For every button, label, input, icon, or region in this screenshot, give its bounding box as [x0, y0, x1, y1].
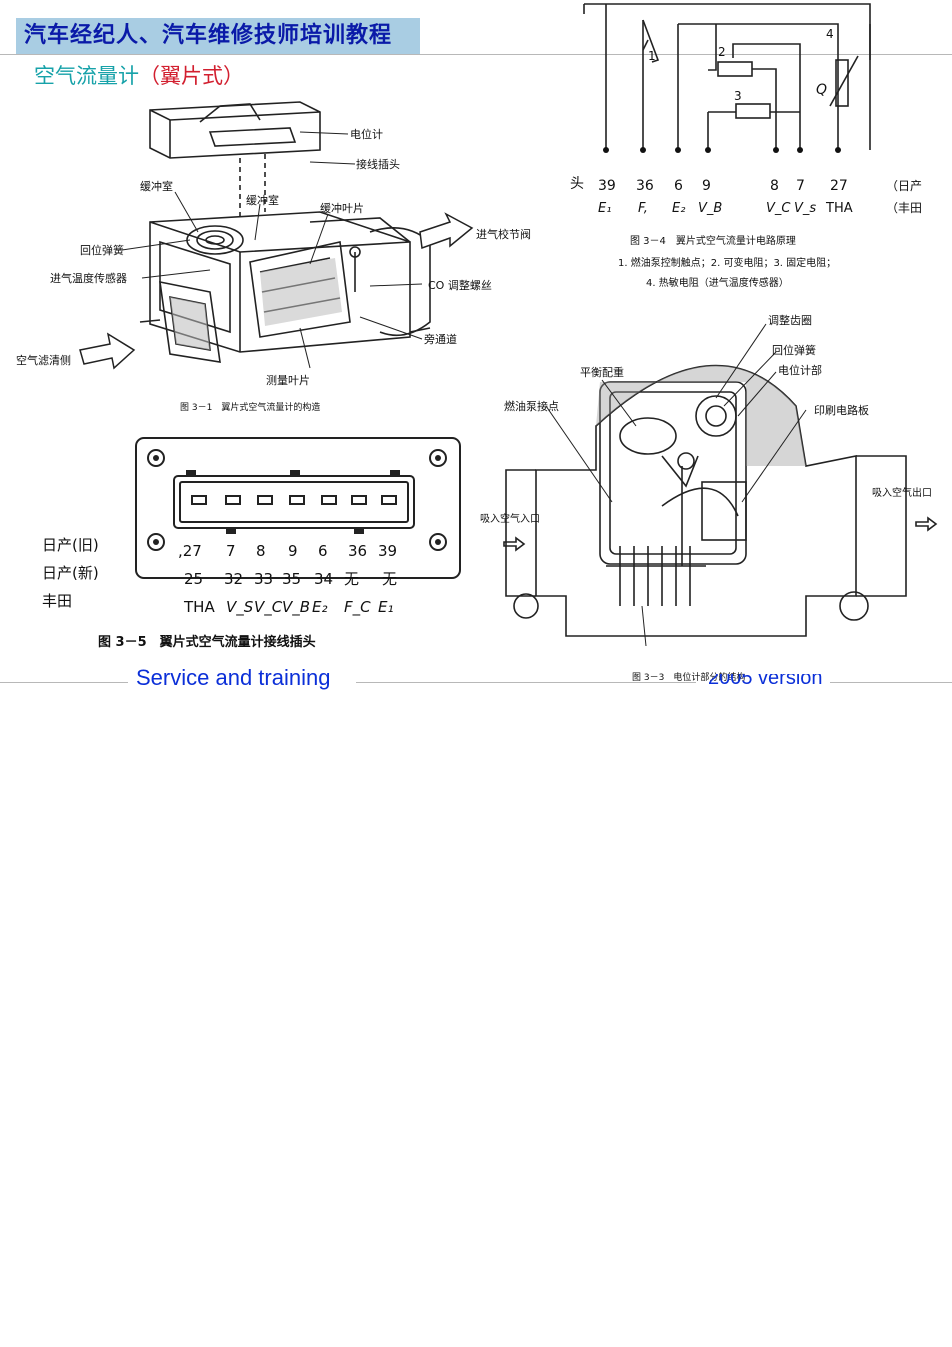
pin-36: 36	[636, 178, 654, 194]
connector-row-label-nissan-new: 日产(新)	[42, 564, 99, 582]
signal-e2: E₂	[672, 201, 685, 216]
pin-7: 7	[796, 178, 805, 194]
label-buffer-vane: 缓冲叶片	[320, 201, 364, 215]
figure-3-5-caption: 图 3－5 翼片式空气流量计接线插头	[98, 634, 316, 650]
signal-vc: V_C	[766, 201, 791, 216]
label-temp-sensor: 进气温度传感器	[50, 271, 127, 285]
slide-subtitle: 空气流量计（翼片式）	[34, 62, 244, 90]
pin-new-5: 34	[314, 570, 333, 588]
figure-3-3-caption: 图 3－3 电位计部分的结构	[632, 671, 745, 683]
label-adjust-gear: 调整齿圈	[768, 313, 812, 327]
pin-toyota-7: E₁	[378, 598, 394, 616]
pin-old-5: 6	[318, 542, 328, 560]
side-label-toyota: （丰田	[886, 201, 922, 215]
footer-rule-mid	[356, 682, 696, 683]
footer-version-text: 2005 version	[708, 674, 823, 689]
pin-toyota-2: V_S	[226, 598, 254, 617]
label-q: Q	[816, 82, 827, 98]
component-number-3: 3	[734, 89, 742, 103]
pin-39: 39	[598, 178, 616, 194]
signal-f: F,	[638, 201, 648, 216]
figure-3-3-potentiometer: 调整齿圈 回位弹簧 电位计部 平衡配重 燃油泵接点 印刷电路板 吸入空气入口 吸…	[480, 313, 938, 683]
label-pcb: 印刷电路板	[814, 403, 869, 417]
pin-new-1: 25	[184, 570, 203, 588]
pin-8: 8	[770, 178, 779, 194]
label-co-screw: CO 调整螺丝	[428, 278, 492, 292]
component-number-4: 4	[826, 27, 834, 41]
slide: 汽车经纪人、汽车维修技师培训教程 空气流量计（翼片式）	[0, 3, 952, 690]
figure-3-5-connector: 日产(旧) 日产(新) 丰田 ,27 7 8 9 6 36 39 25 32 3…	[42, 437, 461, 650]
component-number-2: 2	[718, 45, 726, 59]
component-number-1: 1	[648, 49, 656, 63]
pin-toyota-3: V_C	[254, 598, 283, 617]
pin-27: 27	[830, 178, 848, 194]
footer-rule-left	[0, 682, 128, 683]
pin-new-6: 无	[344, 570, 359, 588]
pin-6: 6	[674, 178, 683, 194]
pin-old-4: 9	[288, 542, 298, 560]
signal-vb: V_B	[698, 201, 722, 216]
pin-9: 9	[702, 178, 711, 194]
pin-old-1: ,27	[178, 542, 202, 560]
pin-toyota-5: E₂	[312, 598, 328, 616]
label-air-filter-side: 空气滤清侧	[16, 353, 71, 367]
figure-3-1-construction: 电位计 接线插头 缓冲室 缓冲室 缓冲叶片 回位弹簧 进气温度传感器 进气校节阀…	[16, 101, 531, 413]
signal-vs: V_s	[794, 201, 816, 216]
label-air-outlet: 吸入空气出口	[872, 486, 932, 499]
footer-version: 2005 version	[708, 674, 838, 690]
figure-3-1-caption: 图 3－1 翼片式空气流量计的构造	[180, 401, 320, 413]
pin-new-4: 35	[282, 570, 301, 588]
label-return-spring: 回位弹簧	[80, 243, 124, 257]
pin-new-3: 33	[254, 570, 273, 588]
subtitle-type: （翼片式）	[139, 64, 244, 88]
pin-toyota-6: F_C	[344, 598, 371, 617]
figure-3-4-legend-2: 4. 热敏电阻（进气温度传感器）	[646, 276, 789, 289]
footer-service-training: Service and training	[136, 665, 331, 690]
header-title: 汽车经纪人、汽车维修技师培训教程	[16, 18, 420, 54]
label-potentiometer: 电位计	[350, 127, 383, 141]
label-intake-throttle: 进气校节阀	[476, 227, 531, 241]
pin-toyota-1: THA	[183, 598, 215, 616]
figure-3-4-circuit: 1 2 3 4 Q 头 39 36 6 9 8 7 27 E₁ F, E₂ V_…	[570, 3, 922, 289]
pin-old-7: 39	[378, 542, 397, 560]
pin-old-3: 8	[256, 542, 266, 560]
label-buffer-chamber-right: 缓冲室	[246, 193, 279, 207]
label-measuring-vane: 测量叶片	[266, 374, 310, 387]
subtitle-main: 空气流量计	[34, 64, 139, 88]
figure-3-4-caption: 图 3－4 翼片式空气流量计电路原理	[630, 234, 796, 247]
pin-old-2: 7	[226, 542, 236, 560]
pin-toyota-4: V_B	[282, 598, 310, 617]
label-connector: 接线插头	[356, 157, 400, 171]
connector-row-label-nissan-old: 日产(旧)	[42, 536, 99, 554]
label-air-inlet: 吸入空气入口	[480, 512, 540, 525]
pin-new-7: 无	[382, 570, 397, 588]
footer-rule-right	[830, 682, 952, 683]
pin-row-label: 头	[570, 176, 584, 192]
label-buffer-chamber-left: 缓冲室	[140, 179, 173, 193]
side-label-nissan: （日产	[886, 179, 922, 193]
connector-row-label-toyota: 丰田	[42, 592, 72, 610]
label-balance-weight: 平衡配重	[580, 365, 624, 379]
label-pump-contact: 燃油泵接点	[504, 399, 559, 413]
label-potentiometer-part: 电位计部	[778, 363, 822, 377]
figure-3-4-legend-1: 1. 燃油泵控制触点；2. 可变电阻；3. 固定电阻；	[618, 256, 836, 269]
signal-tha: THA	[825, 201, 853, 216]
label-return-spring-3-3: 回位弹簧	[772, 343, 816, 357]
signal-e1: E₁	[598, 201, 611, 216]
header-rule	[0, 54, 952, 55]
label-bypass: 旁通道	[424, 332, 457, 346]
pin-new-2: 32	[224, 570, 243, 588]
pin-old-6: 36	[348, 542, 367, 560]
